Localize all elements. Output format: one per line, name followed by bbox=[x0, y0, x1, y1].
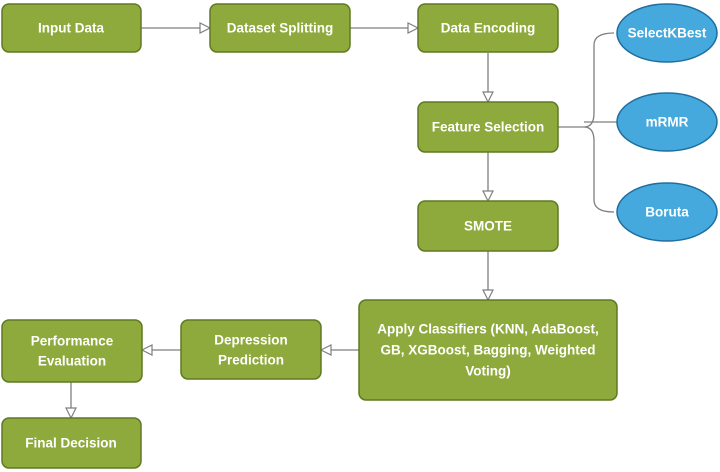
connectors bbox=[65, 22, 617, 420]
arrowhead bbox=[65, 407, 77, 420]
method-label: mRMR bbox=[646, 115, 689, 130]
arrowhead bbox=[319, 344, 332, 356]
arrowhead bbox=[482, 190, 494, 203]
node-label-line-2: Prediction bbox=[218, 353, 284, 368]
node-label: Feature Selection bbox=[432, 120, 545, 135]
node-label-line-3: Voting) bbox=[465, 364, 510, 379]
arrowhead bbox=[482, 91, 494, 104]
node-label-line-2: GB, XGBoost, Bagging, Weighted bbox=[381, 343, 596, 358]
node-data-encoding: Data Encoding bbox=[417, 3, 559, 53]
arrowhead bbox=[407, 22, 420, 34]
node-dataset-splitting: Dataset Splitting bbox=[209, 3, 351, 53]
node-label-line-1: Depression bbox=[214, 333, 288, 348]
node-label: Input Data bbox=[38, 21, 104, 36]
method-selectkbest: SelectKBest bbox=[616, 3, 718, 63]
node-performance-evaluation: Performance Evaluation bbox=[1, 319, 143, 383]
method-boruta: Boruta bbox=[616, 182, 718, 242]
node-input-data: Input Data bbox=[1, 3, 142, 53]
node-apply-classifiers: Apply Classifiers (KNN, AdaBoost, GB, XG… bbox=[358, 299, 618, 401]
arrowhead bbox=[482, 289, 494, 302]
node-label-line-2: Evaluation bbox=[38, 354, 106, 369]
arrowhead bbox=[199, 22, 212, 34]
method-label: Boruta bbox=[645, 205, 689, 220]
node-depression-prediction: Depression Prediction bbox=[180, 319, 322, 380]
node-final-decision: Final Decision bbox=[1, 417, 142, 469]
node-feature-selection: Feature Selection bbox=[417, 101, 559, 153]
node-label: Final Decision bbox=[25, 436, 117, 451]
node-smote: SMOTE bbox=[417, 200, 559, 252]
arrowhead bbox=[140, 344, 153, 356]
method-label: SelectKBest bbox=[628, 26, 707, 41]
node-label: SMOTE bbox=[464, 219, 512, 234]
node-label: Data Encoding bbox=[441, 21, 536, 36]
node-label: Dataset Splitting bbox=[227, 21, 334, 36]
node-label-line-1: Apply Classifiers (KNN, AdaBoost, bbox=[377, 322, 599, 337]
node-label-line-1: Performance bbox=[31, 334, 114, 349]
edge-feature-selection-methods-bracket bbox=[558, 32, 615, 213]
method-mrmr: mRMR bbox=[616, 92, 718, 152]
